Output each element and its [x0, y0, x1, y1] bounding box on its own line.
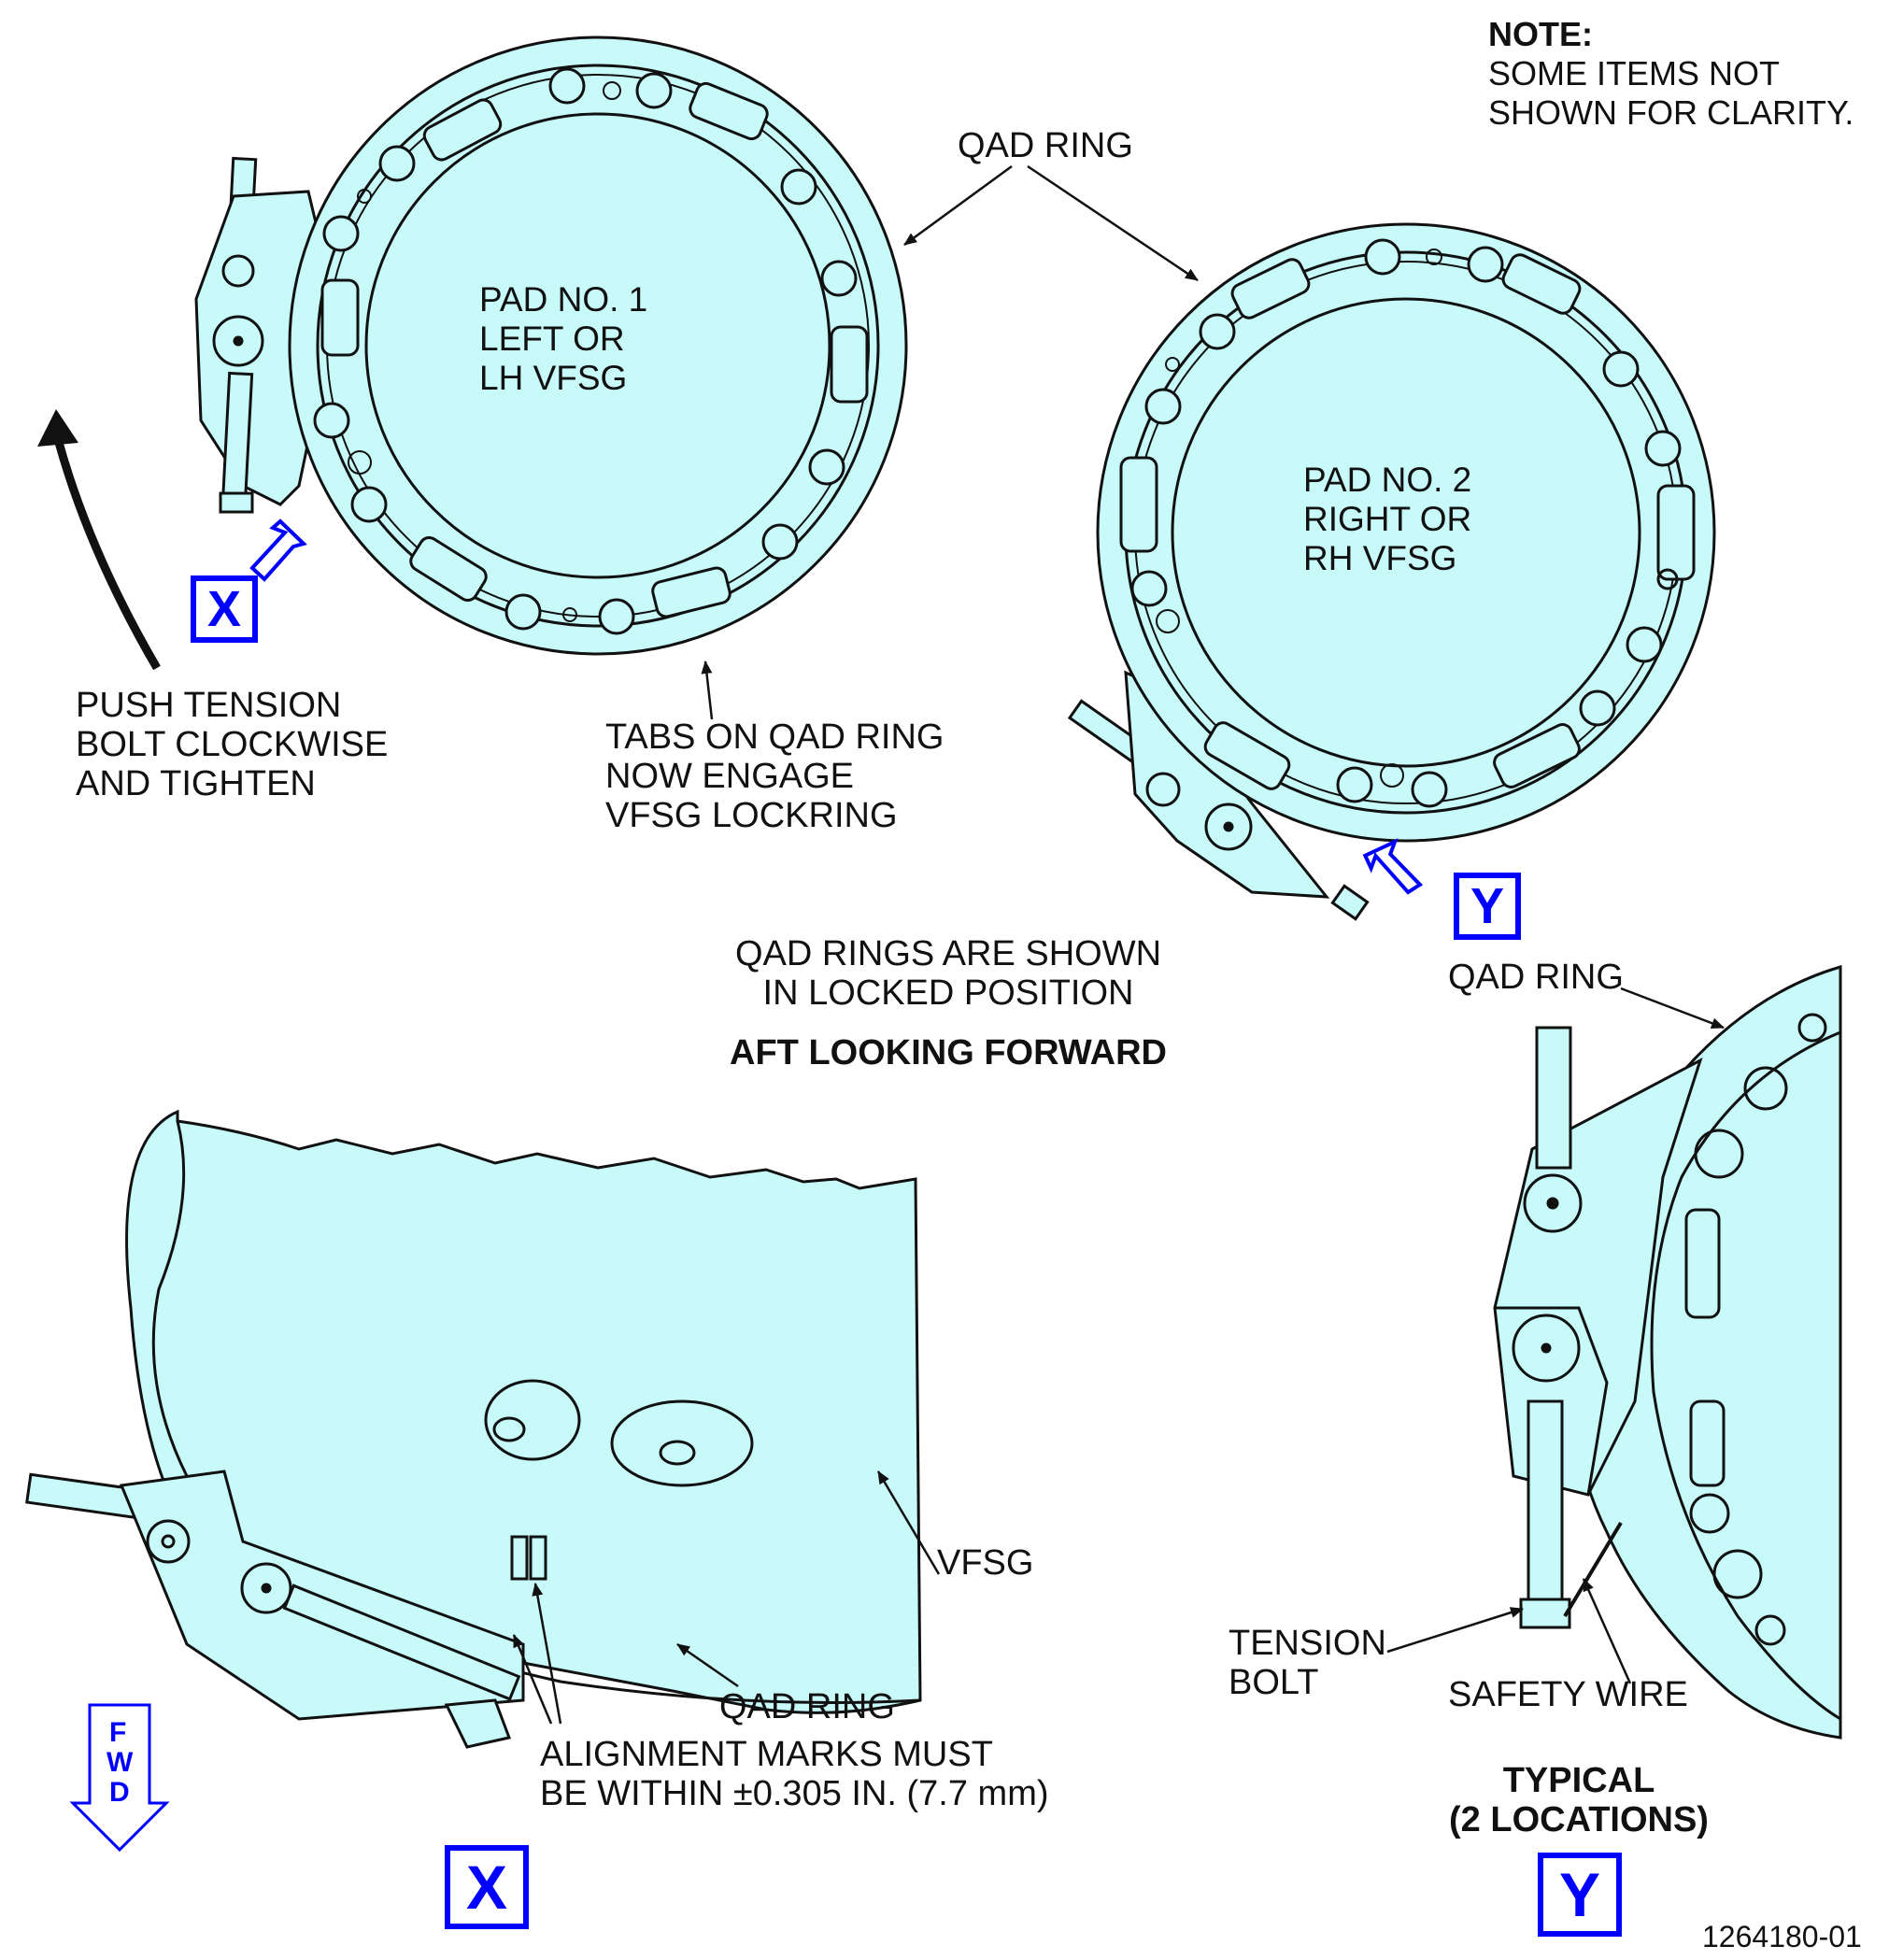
label-push-tension: PUSH TENSION BOLT CLOCKWISE AND TIGHTEN — [76, 686, 389, 803]
push-direction-arrow — [53, 437, 161, 671]
fwd-letter-w: W — [107, 1747, 134, 1778]
note-text: SOME ITEMS NOT SHOWN FOR CLARITY. — [1488, 54, 1854, 132]
view-y-detail — [1493, 964, 1842, 1740]
label-tabs-engage: TABS ON QAD RING NOW ENGAGE VFSG LOCKRIN… — [605, 717, 944, 835]
callout-y-small: Y — [1454, 873, 1521, 940]
label-tension-bolt: TENSION BOLT — [1229, 1624, 1386, 1702]
pad1-assembly — [194, 36, 908, 656]
view-x-detail — [25, 1109, 922, 1749]
label-pad2: PAD NO. 2 RIGHT OR RH VFSG — [1303, 461, 1472, 577]
x-view-pointer — [249, 518, 307, 582]
fwd-letter-d: D — [109, 1777, 130, 1808]
label-qad-ring-y: QAD RING — [1448, 958, 1624, 997]
label-pad1: PAD NO. 1 LEFT OR LH VFSG — [479, 280, 648, 397]
label-vfsg: VFSG — [937, 1543, 1034, 1583]
label-qad-ring-top: QAD RING — [958, 126, 1133, 165]
drawing-number: 1264180-01 — [1702, 1920, 1862, 1953]
label-alignment-marks: ALIGNMENT MARKS MUST BE WITHIN ±0.305 IN… — [540, 1735, 1049, 1813]
callout-x-view: X — [445, 1845, 529, 1929]
callout-y-view: Y — [1538, 1853, 1622, 1937]
fwd-letter-f: F — [109, 1717, 127, 1748]
label-qad-ring-x: QAD RING — [719, 1687, 895, 1726]
callout-x-small: X — [191, 575, 258, 643]
label-locked-position: QAD RINGS ARE SHOWN IN LOCKED POSITION — [734, 934, 1162, 1013]
note-title: NOTE: — [1488, 15, 1593, 53]
pad2-assembly — [1067, 222, 1716, 921]
fwd-arrow — [69, 1703, 170, 1853]
leader-lines — [512, 164, 1725, 1725]
y-view-pointer — [1362, 838, 1424, 895]
label-aft-looking-forward: AFT LOOKING FORWARD — [730, 1033, 1167, 1072]
label-typical-locations: TYPICAL (2 LOCATIONS) — [1449, 1761, 1709, 1839]
label-safety-wire: SAFETY WIRE — [1448, 1675, 1688, 1714]
